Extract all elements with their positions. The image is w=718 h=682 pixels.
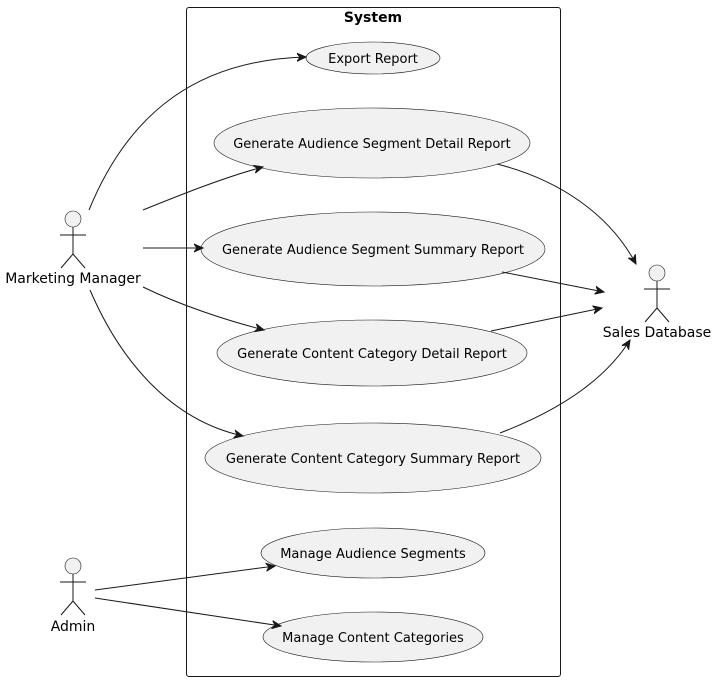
association-arrow [496, 163, 636, 264]
association-arrow [142, 167, 263, 211]
use-case-generate-content-category-detail-report[interactable]: Generate Content Category Detail Report [216, 319, 528, 387]
use-case-label: Generate Content Category Summary Report [226, 452, 520, 467]
use-case-export-report[interactable]: Export Report [305, 41, 441, 75]
actor-sales-database[interactable]: Sales Database [603, 264, 712, 341]
association-arrow [89, 289, 243, 436]
actor-admin[interactable]: Admin [51, 557, 96, 635]
association-arrow [499, 340, 630, 434]
use-case-manage-content-categories[interactable]: Manage Content Categories [262, 611, 484, 663]
association-arrow [94, 597, 281, 626]
use-case-generate-audience-segment-detail-report[interactable]: Generate Audience Segment Detail Report [213, 107, 531, 179]
actor-label: Marketing Manager [5, 271, 141, 287]
association-arrow [88, 57, 306, 211]
association-arrow [94, 566, 275, 591]
stick-figure-icon [60, 210, 86, 269]
stick-figure-icon [644, 264, 670, 323]
use-case-generate-audience-segment-summary-report[interactable]: Generate Audience Segment Summary Report [200, 211, 546, 287]
use-case-label: Generate Content Category Detail Report [237, 347, 507, 362]
use-case-label: Generate Audience Segment Detail Report [233, 137, 511, 152]
association-arrow [142, 286, 264, 330]
actor-label: Sales Database [603, 325, 712, 341]
association-arrow [501, 271, 604, 292]
use-case-manage-audience-segments[interactable]: Manage Audience Segments [260, 527, 486, 579]
use-case-label: Export Report [328, 52, 418, 67]
use-case-label: Generate Audience Segment Summary Report [222, 243, 524, 258]
associations [88, 57, 636, 626]
actor-marketing-manager[interactable]: Marketing Manager [5, 210, 141, 287]
use-case-label: Manage Audience Segments [280, 547, 466, 562]
association-arrow [490, 308, 602, 332]
use-case-generate-content-category-summary-report[interactable]: Generate Content Category Summary Report [204, 422, 542, 494]
stick-figure-icon [60, 557, 86, 616]
system-title: System [344, 10, 402, 26]
actor-label: Admin [51, 619, 96, 635]
use-case-label: Manage Content Categories [282, 631, 464, 646]
